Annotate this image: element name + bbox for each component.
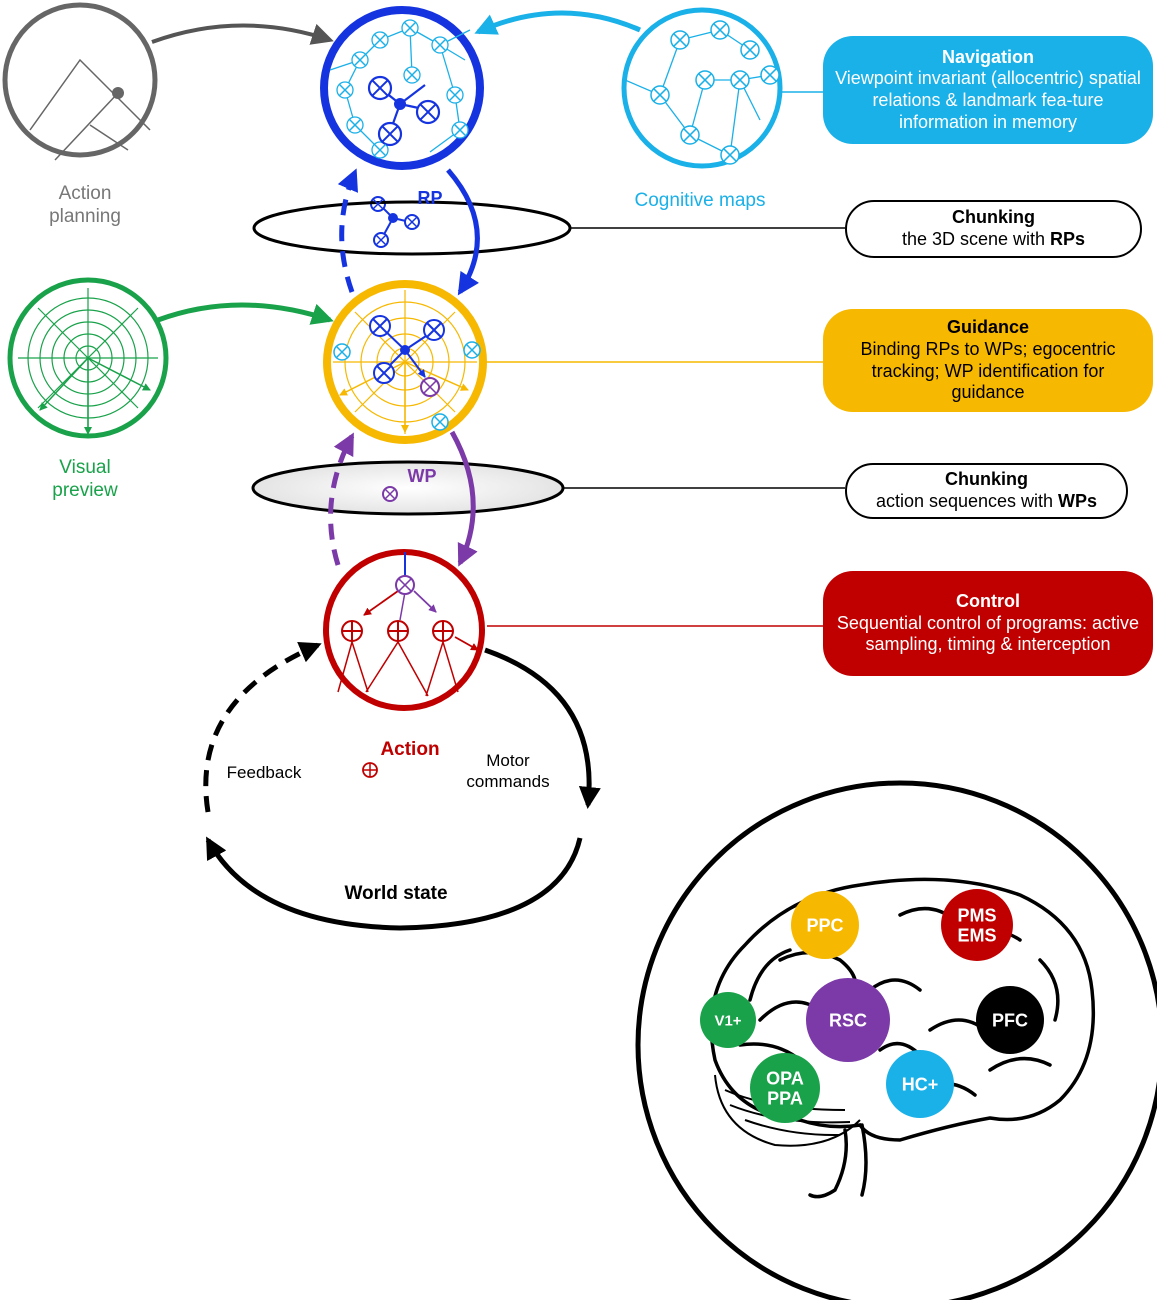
- action-planning-label: Action planning: [49, 183, 121, 228]
- otimes-node: [373, 33, 387, 47]
- feedback-dashed-arrow: [203, 642, 322, 813]
- navigation-title: Navigation: [941, 46, 1034, 67]
- wp-label: WP: [407, 466, 437, 486]
- brain-region-hc: HC+: [886, 1050, 954, 1118]
- chunking-wp-box: Chunking action sequences with WPs: [845, 463, 1128, 519]
- otimes-node: [433, 415, 447, 429]
- action-label: Action: [380, 739, 440, 760]
- brain-region-pfc: PFC: [976, 986, 1044, 1054]
- otimes-node: [698, 73, 712, 87]
- brain-region-label: OPA: [766, 1068, 804, 1088]
- motor-commands-arrow: [484, 647, 601, 809]
- oplus-node: [342, 621, 362, 641]
- otimes-node: [723, 148, 737, 162]
- oplus-node: [363, 763, 377, 777]
- otimes-node: [353, 53, 367, 67]
- chunking-wp-title: Chunking: [945, 469, 1028, 490]
- otimes-node: [426, 322, 442, 338]
- otimes-node: [371, 79, 389, 97]
- otimes-node: [453, 123, 467, 137]
- otimes-node: [419, 103, 437, 121]
- control-body: Sequential control of programs: active s…: [836, 612, 1140, 655]
- cognitive-map-to-rp-arrow: [474, 10, 642, 35]
- otimes-node: [433, 38, 447, 52]
- otimes-node: [733, 73, 747, 87]
- otimes-node: [683, 128, 697, 142]
- brain-region-label: PFC: [992, 1010, 1028, 1030]
- chunking-rp-box: Chunking the 3D scene with RPs: [845, 200, 1142, 258]
- otimes-node: [448, 88, 462, 102]
- otimes-node: [372, 318, 388, 334]
- guidance-down-arrow: [449, 430, 478, 567]
- oplus-node: [433, 621, 453, 641]
- otimes-node: [763, 68, 777, 82]
- otimes-node: [398, 578, 412, 592]
- guidance-body: Binding RPs to WPs; egocentric tracking;…: [860, 338, 1116, 403]
- brain-region-label: PPA: [767, 1088, 803, 1108]
- brain-region-label: V1+: [714, 1012, 741, 1029]
- navigation-body: Viewpoint invariant (allocentric) spatia…: [835, 68, 1141, 132]
- preview-to-guidance-arrow: [157, 302, 334, 325]
- brain-region-rsc: RSC: [806, 978, 890, 1062]
- otimes-node: [465, 343, 479, 357]
- cognitive-maps-circle: [621, 7, 783, 169]
- guidance-box: Guidance Binding RPs to WPs; egocentric …: [823, 309, 1153, 412]
- feedback-label: Feedback: [226, 763, 302, 782]
- visual-preview-circle: [7, 277, 169, 439]
- otimes-node: [653, 88, 667, 102]
- otimes-node: [376, 365, 392, 381]
- chunking-wp-body: action sequences with: [875, 491, 1059, 511]
- navigation-box: Navigation Viewpoint invariant (allocent…: [823, 36, 1153, 144]
- brain-region-ppc: PPC: [791, 891, 859, 959]
- otimes-node: [373, 143, 387, 157]
- guidance-title: Guidance: [946, 317, 1030, 338]
- otimes-node: [423, 380, 437, 394]
- otimes-node: [673, 33, 687, 47]
- guidance-circle: [323, 280, 487, 444]
- otimes-node: [338, 83, 352, 97]
- control-box: Control Sequential control of programs: …: [823, 571, 1153, 676]
- cognitive-maps-label: Cognitive maps: [634, 190, 766, 211]
- rp-down-arrow: [446, 168, 480, 296]
- brain-region-label: PPC: [806, 915, 843, 935]
- chunking-wp-bold: WPs: [1058, 491, 1098, 511]
- chunking-rp-bold: RPs: [1050, 229, 1086, 249]
- otimes-node: [335, 345, 349, 359]
- control-title: Control: [956, 591, 1020, 612]
- brain-region-label: EMS: [957, 925, 996, 945]
- motor-commands-label: Motor commands: [466, 751, 550, 791]
- planning-to-rp-arrow: [151, 23, 334, 45]
- otimes-node: [372, 198, 384, 210]
- world-state-label: World state: [344, 883, 448, 904]
- otimes-node: [384, 488, 396, 500]
- brain-region-label: HC+: [902, 1074, 939, 1094]
- brain-inset: [635, 780, 1157, 1300]
- brain-region-label: RSC: [829, 1010, 867, 1030]
- oplus-node: [388, 621, 408, 641]
- otimes-node: [375, 234, 387, 246]
- guidance-up-dashed-arrow: [337, 168, 358, 293]
- otimes-node: [403, 21, 417, 35]
- otimes-node: [348, 118, 362, 132]
- otimes-node: [406, 216, 418, 228]
- otimes-node: [381, 125, 399, 143]
- otimes-node: [743, 43, 757, 57]
- otimes-node: [713, 23, 727, 37]
- control-up-dashed-arrow: [328, 432, 355, 566]
- node-glyphs: [335, 21, 777, 777]
- brain-region-v1: V1+: [700, 992, 756, 1048]
- action-planning-circle: [2, 2, 158, 161]
- otimes-node: [405, 68, 419, 82]
- visual-preview-label: Visual preview: [52, 457, 118, 502]
- rp-label: RP: [417, 188, 443, 208]
- chunking-rp-body: the 3D scene with: [901, 229, 1051, 249]
- chunking-rp-title: Chunking: [952, 207, 1035, 228]
- brain-region-label: PMS: [957, 905, 996, 925]
- world-state-arrow: [205, 836, 583, 931]
